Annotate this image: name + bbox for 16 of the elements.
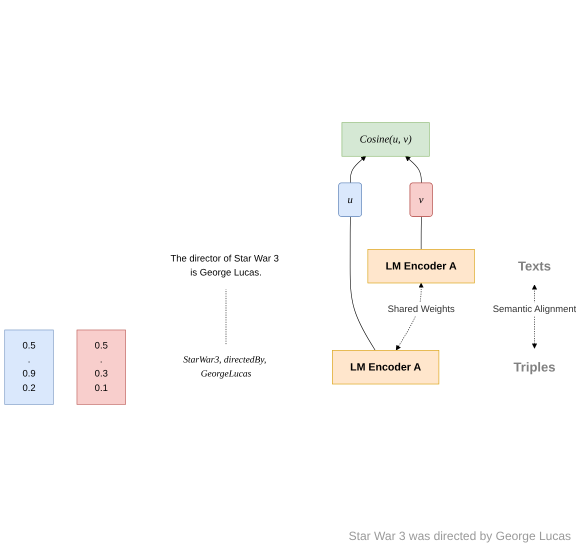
- connector: [350, 216, 376, 351]
- node-text: Triples: [514, 360, 556, 375]
- node-text: The director of Star War 3 is George Lucas.: [170, 254, 279, 278]
- node-text: StarWar3, directedBy, GeorgeLucas: [183, 354, 266, 380]
- node-box: LM Encoder A: [332, 350, 440, 384]
- connector: [420, 216, 422, 250]
- arrow: [350, 156, 366, 184]
- arrow: [405, 156, 422, 184]
- edge-label: Semantic Alignment: [492, 304, 576, 314]
- node-box: Cosine(u, v): [342, 122, 430, 157]
- note-text: Star War 3 was directed by George Lucas: [348, 529, 571, 543]
- edge-label: Shared Weights: [388, 304, 455, 314]
- node-box: 0.5 . 0.3 0.1: [76, 330, 126, 405]
- node-text: Texts: [518, 258, 551, 274]
- node-box: LM Encoder A: [368, 249, 475, 284]
- node-box: 0.5 . 0.9 0.2: [4, 330, 54, 405]
